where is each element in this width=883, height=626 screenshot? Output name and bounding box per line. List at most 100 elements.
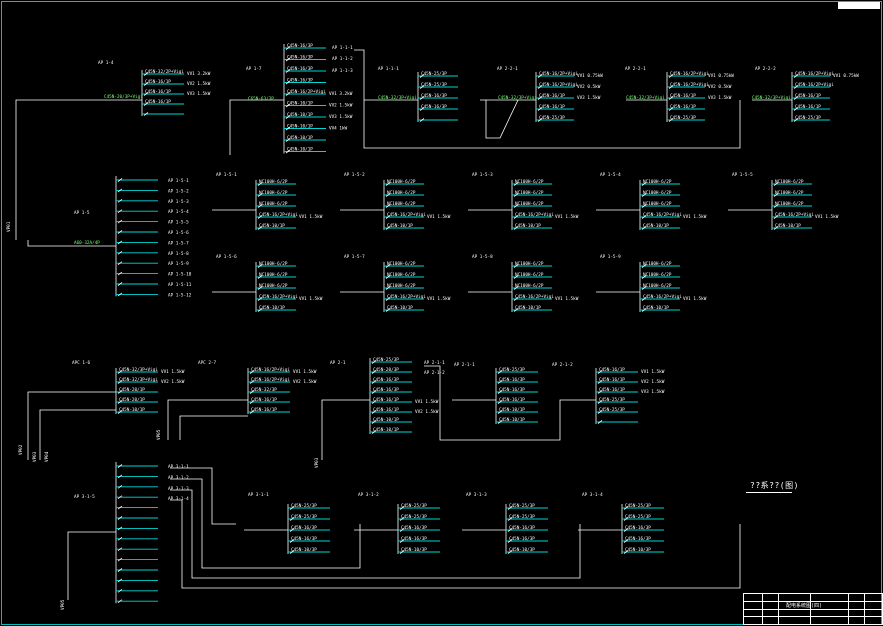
panel-label-ap212: AP 2-1-2 <box>552 362 573 368</box>
ap15-sub-breaker-mark <box>257 182 263 186</box>
ap111-breaker-mark <box>419 85 425 89</box>
ap15-sub-breaker-mark <box>257 297 263 301</box>
title-block-col <box>848 594 849 624</box>
ap17-breaker-mark <box>285 57 291 62</box>
ap15-sub-breaker-label: C45N-10/1P <box>643 305 669 311</box>
ap31-sub-breaker-label: C45N-16/3P <box>401 536 427 542</box>
panel-label-apc27: APC 2-7 <box>198 360 217 366</box>
ap17-breaker-label: C45N-10/1P <box>287 146 313 152</box>
ap31-sub-breaker-mark <box>289 550 295 554</box>
title-block-col <box>762 594 763 624</box>
apc27-breaker-label: C45N-32/3P <box>251 387 277 393</box>
ap17-breaker-mark <box>285 80 291 85</box>
panel-label-ap221b: AP 2-2-1 <box>625 66 646 72</box>
ap15-sub-breaker-mark <box>773 204 779 208</box>
ap15-sub-breaker-label: NC100H-6/2P <box>775 179 804 185</box>
ap15-sub-breaker-mark <box>641 286 647 290</box>
ap15-sub-load-label: VV1 1.5kW <box>555 296 579 302</box>
apc27-breaker-mark <box>249 390 255 394</box>
ap15-sub-breaker-label: NC100H-6/2P <box>643 201 672 207</box>
ap221b-breaker-label: C45N-16/1P <box>670 93 696 99</box>
legend-underline <box>746 492 792 493</box>
ap15-sub-breaker-label: C45N-10/1P <box>387 223 413 229</box>
panel-label-ap15-sub: AP 1-5-8 <box>472 254 493 260</box>
ap15-sub-breaker-label: C45N-10/1P <box>259 305 285 311</box>
cable-label: C45N-32/3P+Vigi <box>626 95 665 101</box>
ap221b-breaker-mark <box>668 107 674 111</box>
ap15-sub-breaker-mark <box>513 193 519 197</box>
ap21-breaker-label: C45N-16/1P <box>373 397 399 403</box>
ap15-sub-breaker-label: NC100H-6/2P <box>515 201 544 207</box>
ap31-sub-breaker-mark <box>623 517 629 521</box>
ap31-sub-breaker-label: C45N-10/3P <box>401 547 427 553</box>
panel-label-ap15: AP 1-5 <box>74 210 90 216</box>
circuit-target-label: AP 1-5-1 <box>168 178 189 184</box>
ap21-load-label: VV2 1.5kW <box>415 409 439 415</box>
label: AP 3-1-2 <box>168 475 189 481</box>
ap15-sub-load-label: VV1 1.5kW <box>427 296 451 302</box>
feeder <box>170 499 741 589</box>
ap31-sub-breaker-mark <box>289 517 295 521</box>
feeder <box>424 365 596 441</box>
feeder <box>67 531 116 600</box>
ap17-load-label: VV4 1kW <box>329 126 348 132</box>
feeder <box>170 489 581 579</box>
label: AP 1-1-1 <box>332 45 353 51</box>
ap31-sub-breaker-label: C45N-16/3P <box>509 536 535 542</box>
apc27-load-label: VV1 1.5kW <box>293 369 317 375</box>
ap15-sub-breaker-mark <box>641 264 647 268</box>
ap31-sub-breaker-mark <box>399 539 405 543</box>
ap15-sub-breaker-mark <box>385 215 391 219</box>
ap17-breaker-mark <box>285 46 291 50</box>
ap17-breaker-label: C45N-10/1P <box>287 135 313 141</box>
ap14-breaker-mark <box>143 112 149 116</box>
ap15-breaker-mark <box>117 230 123 234</box>
ap15-sub-breaker-label: C45N-16/2P+Vigi <box>259 294 298 300</box>
ap221a-breaker-mark <box>537 107 543 111</box>
ap15-sub-breaker-mark <box>513 297 519 301</box>
ap222-load-label: VV1 0.75kW <box>833 73 859 79</box>
apc27-breaker-label: C45N-16/1P <box>251 397 277 403</box>
ap14-load-label: VV3 1.5kW <box>187 91 211 97</box>
title-stamp <box>838 2 880 9</box>
ap15-sub-load-label: VV1 1.5kW <box>683 214 707 220</box>
ap17-load-label: VV3 1.5kW <box>329 114 353 120</box>
ap21-breaker-mark <box>371 370 377 374</box>
ap15-sub-breaker-label: NC100H-6/2P <box>259 201 288 207</box>
panel-label-ap15-sub: AP 1-5-4 <box>600 172 621 178</box>
apc16-breaker-label: C45N-10/1P <box>119 407 145 413</box>
ap15-sub-breaker-mark <box>513 308 519 312</box>
title-block-col <box>810 594 811 624</box>
panel-label-ap15-sub: AP 1-5-7 <box>344 254 365 260</box>
ap31-sub-breaker-label: C45N-16/3P <box>291 536 317 542</box>
ap15-sub-breaker-label: NC100H-6/2P <box>643 283 672 289</box>
ap15-sub-breaker-mark <box>641 193 647 197</box>
panel-label-ap21: AP 2-1 <box>330 360 346 366</box>
ap15-sub-breaker-mark <box>773 182 779 186</box>
ap15-sub-breaker-mark <box>773 226 779 230</box>
ap315-breaker-mark <box>117 588 123 593</box>
feeder <box>321 399 370 460</box>
feeder <box>27 391 116 460</box>
cable-label: A60-32A/4P <box>74 240 100 246</box>
ap212-breaker-label: C45N-16/1P <box>599 377 625 383</box>
ap21-breaker-mark <box>371 360 377 364</box>
label: AP 1-1-3 <box>332 68 353 74</box>
title-block-col <box>778 594 779 624</box>
ap15-sub-breaker-mark <box>641 182 647 186</box>
ap222-breaker-label: C45N-16/1P <box>795 104 821 110</box>
feeder <box>167 399 248 440</box>
ap31-sub-breaker-mark <box>399 506 405 510</box>
ap211-breaker-mark <box>497 420 503 424</box>
ap15-sub-load-label: VV1 1.5kW <box>299 296 323 302</box>
ap221b-breaker-mark <box>668 74 674 78</box>
panel-label-ap211: AP 2-1-1 <box>454 362 475 368</box>
ap221a-breaker-mark <box>537 96 543 100</box>
feeder-ap111-chain <box>354 49 741 149</box>
ap15-sub-load-label: VV1 1.5kW <box>299 214 323 220</box>
ap31-sub-breaker-mark <box>289 506 295 510</box>
ap315-breaker-mark <box>117 547 123 552</box>
ap31-sub-breaker-label: C45N-25/3P <box>401 514 427 520</box>
